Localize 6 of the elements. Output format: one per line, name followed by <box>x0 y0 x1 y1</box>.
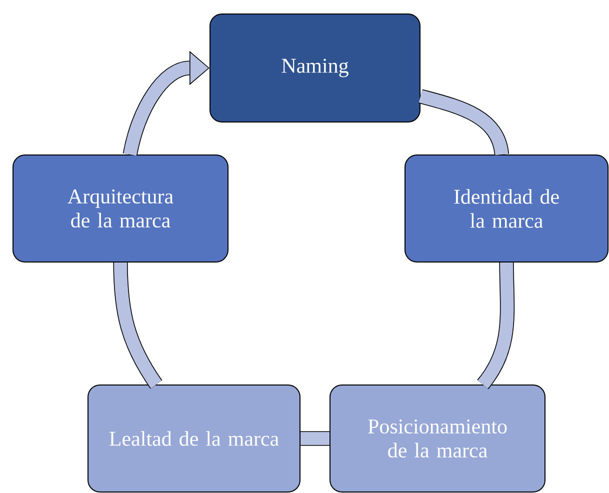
process-box: Lealtad de la marca <box>88 384 300 492</box>
ring-arrow <box>122 50 210 156</box>
process-box: Identidad de la marca <box>404 154 608 262</box>
process-box: Naming <box>210 14 420 122</box>
process-box: Arquitectura de la marca <box>12 154 228 262</box>
process-box: Posicionamiento de la marca <box>330 384 546 492</box>
